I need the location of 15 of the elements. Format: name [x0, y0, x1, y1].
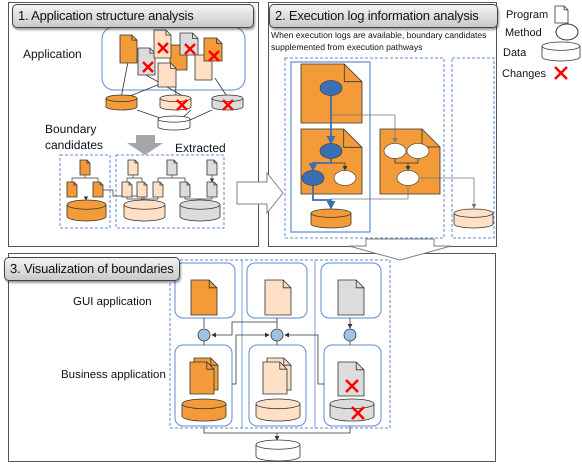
text-label: Business application — [61, 368, 166, 383]
legend-label: Changes — [502, 67, 546, 82]
text-label: Extracted — [175, 140, 226, 157]
block-arrow — [348, 238, 452, 261]
text-label: Boundary candidates — [45, 121, 104, 153]
text-label: Application — [23, 46, 82, 63]
legend-label: Method — [505, 26, 542, 41]
legend-label: Program — [506, 8, 548, 23]
text-label: When execution logs are available, boundary candidates supplemented from execution pathways — [271, 29, 488, 53]
panel-title: 1. Application structure analysis — [12, 4, 254, 28]
block-arrow — [236, 172, 284, 214]
text-label: GUI application — [73, 295, 152, 310]
panel-title: 2. Execution log information analysis — [269, 4, 498, 28]
panel-title: 3. Visualization of boundaries — [4, 257, 180, 281]
legend-label: Data — [503, 46, 526, 61]
